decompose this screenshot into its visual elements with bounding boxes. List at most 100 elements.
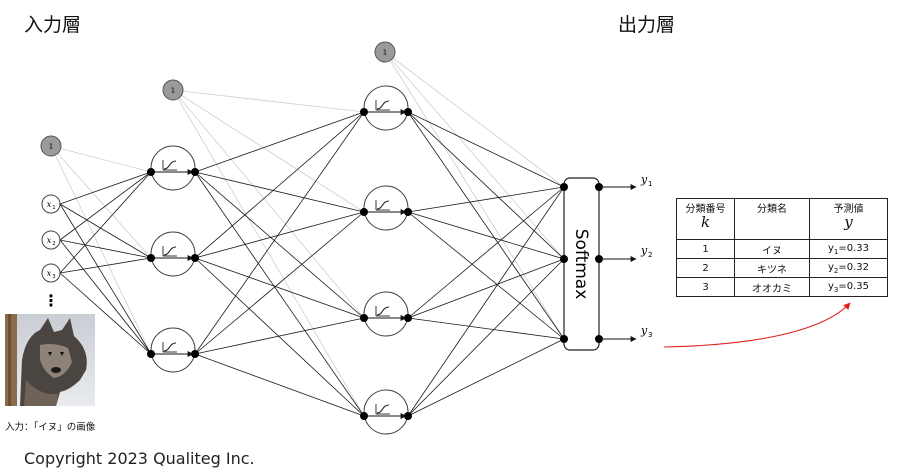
output-y3: y 3: [599, 324, 652, 342]
svg-text:y: y: [640, 244, 648, 257]
weight-edge: [194, 211, 365, 355]
table-row: 3 オオカミ y3=0.35: [676, 277, 888, 297]
input-dog-image: [5, 314, 95, 406]
bias-edge: [384, 51, 565, 188]
weight-edge: [194, 257, 365, 417]
svg-text:3: 3: [52, 274, 55, 280]
output-y1: y 1: [599, 173, 652, 190]
result-arrow: [663, 302, 851, 348]
weight-edge: [59, 171, 152, 241]
copyright-text: Copyright 2023 Qualiteg Inc.: [24, 449, 255, 468]
bias-edge: [50, 145, 152, 355]
header-class-name: 分類名: [734, 198, 810, 240]
softmax-input-dot: [560, 335, 568, 343]
softmax-input-dot: [560, 183, 568, 191]
svg-text:1: 1: [49, 143, 53, 151]
svg-text:x: x: [47, 236, 52, 245]
svg-text:1: 1: [52, 205, 55, 211]
neuron: [360, 291, 412, 337]
svg-text:Softmax: Softmax: [571, 229, 591, 300]
weight-edge: [407, 258, 565, 417]
table-row: 1 イヌ y1=0.33: [676, 239, 888, 259]
cell-name: キツネ: [734, 258, 810, 278]
weight-edge: [407, 338, 565, 417]
output-y2: y 2: [599, 244, 652, 262]
cell-k: 1: [676, 239, 735, 259]
softmax-box: Softmax: [563, 177, 600, 351]
input-layer-title: 入力層: [24, 14, 82, 36]
weight-edge: [407, 317, 565, 340]
cell-k: 3: [676, 277, 735, 297]
header-class-number: 分類番号 k: [676, 198, 735, 240]
bias-node: 1: [374, 41, 396, 63]
weight-edge: [407, 258, 565, 319]
bias-edge: [50, 145, 152, 173]
weight-edge: [407, 186, 565, 417]
weight-edge: [194, 211, 365, 259]
bias-connections: [50, 51, 565, 417]
weight-edge: [407, 211, 565, 260]
weight-edge: [194, 111, 365, 173]
bias-edge: [384, 51, 565, 260]
svg-text:2: 2: [648, 251, 652, 259]
bias-edge: [172, 89, 365, 213]
input-node-x1: x 1: [41, 194, 61, 214]
neuron: [147, 231, 199, 277]
neuron: [360, 389, 412, 435]
weight-edge: [194, 171, 365, 319]
weight-edge: [407, 111, 565, 260]
cell-prediction: y1=0.33: [809, 239, 888, 259]
weight-edge: [194, 171, 365, 213]
svg-text:y: y: [640, 173, 648, 186]
weight-edge: [407, 111, 565, 188]
bias-edge: [384, 51, 565, 340]
svg-text:1: 1: [171, 87, 175, 95]
weight-edge: [194, 111, 365, 259]
neuron: [147, 327, 199, 373]
weight-edge: [194, 171, 365, 417]
prediction-table: 分類番号 k 分類名 予測値 y 1 イヌ y1=0.33 2 キツネ y2=0…: [676, 198, 888, 297]
svg-text:x: x: [47, 269, 52, 278]
cell-prediction: y3=0.35: [809, 277, 888, 297]
input-image-caption: 入力：「イヌ」の画像: [5, 422, 96, 433]
weight-edge: [59, 203, 152, 259]
cell-prediction: y2=0.32: [809, 258, 888, 278]
weight-connections: [59, 111, 565, 417]
bias-edge: [172, 89, 365, 319]
neuron: [360, 185, 412, 231]
svg-text:2: 2: [52, 241, 55, 247]
bias-node: 1: [40, 135, 62, 157]
bias-node: 1: [162, 79, 184, 101]
weight-edge: [407, 211, 565, 340]
weight-edge: [194, 317, 365, 355]
output-layer-title: 出力層: [618, 14, 676, 36]
weight-edge: [194, 111, 365, 355]
svg-text:1: 1: [648, 180, 652, 188]
softmax-input-dot: [560, 255, 568, 263]
svg-text:x: x: [47, 200, 52, 209]
cell-name: オオカミ: [734, 277, 810, 297]
input-node-x2: x 2: [41, 230, 61, 250]
weight-edge: [194, 257, 365, 319]
bias-edge: [50, 145, 152, 259]
more-inputs-ellipsis: ⋮: [43, 291, 59, 310]
weight-edge: [59, 171, 152, 274]
bias-edge: [172, 89, 365, 417]
weight-edge: [407, 186, 565, 213]
weight-edge: [59, 171, 152, 205]
table-row: 2 キツネ y2=0.32: [676, 258, 888, 278]
svg-text:y: y: [640, 324, 648, 337]
bias-edge: [172, 89, 365, 113]
cell-k: 2: [676, 258, 735, 278]
header-prediction: 予測値 y: [809, 198, 888, 240]
weight-edge: [194, 353, 365, 417]
input-node-x3: x 3: [41, 263, 61, 283]
cell-name: イヌ: [734, 239, 810, 259]
neuron: [360, 85, 412, 131]
weight-edge: [59, 239, 152, 259]
weight-edge: [59, 239, 152, 355]
weight-edge: [407, 186, 565, 319]
svg-text:3: 3: [648, 331, 652, 339]
svg-text:1: 1: [383, 49, 387, 57]
